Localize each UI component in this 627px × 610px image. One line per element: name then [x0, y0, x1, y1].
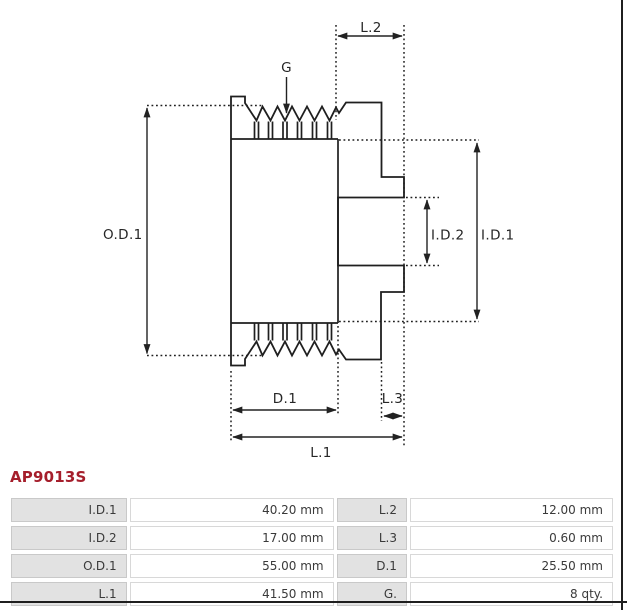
- spec-label-cell: O.D.1: [11, 554, 127, 578]
- spec-label-cell: L.2: [336, 498, 407, 522]
- spec-label-cell: L.3: [336, 526, 407, 550]
- id2-label: I.D.2: [431, 228, 465, 244]
- image-border-right: [621, 0, 623, 610]
- id1-label: I.D.1: [481, 228, 515, 244]
- spec-row: I.D.2 17.00 mm L.3 0.60 mm: [11, 526, 613, 550]
- spec-value-cell: 0.60 mm: [409, 526, 613, 550]
- l2-label: L.2: [360, 20, 382, 36]
- pulley-technical-drawing: O.D.1 L.2 G I.D.1 I.D.2 D.1 L.3 L.1: [103, 20, 515, 461]
- rim-inner-lines: [231, 138, 339, 324]
- part-number: AP9013S: [10, 468, 87, 486]
- spec-label-cell: D.1: [336, 554, 407, 578]
- groove-fold-slots-bottom: [253, 323, 333, 341]
- spec-value-cell: 25.50 mm: [409, 554, 613, 578]
- image-border-bottom: [0, 601, 627, 603]
- l3-label: L.3: [382, 391, 404, 407]
- pulley-body-profile: [230, 95, 405, 367]
- spec-label-cell: I.D.1: [11, 498, 127, 522]
- spec-value-cell: 12.00 mm: [409, 498, 613, 522]
- spec-value-cell: 40.20 mm: [129, 498, 334, 522]
- pulley-outline: [230, 95, 405, 367]
- od1-label: O.D.1: [103, 227, 143, 243]
- spec-row: I.D.1 40.20 mm L.2 12.00 mm: [11, 498, 613, 522]
- d1-label: D.1: [273, 391, 297, 407]
- extension-lines: [147, 25, 479, 448]
- groove-fold-slots-top: [253, 121, 333, 139]
- spec-row: O.D.1 55.00 mm D.1 25.50 mm: [11, 554, 613, 578]
- l1-label: L.1: [310, 445, 332, 461]
- g-label: G: [281, 60, 292, 76]
- dimension-labels: O.D.1 L.2 G I.D.1 I.D.2 D.1 L.3 L.1: [103, 20, 515, 461]
- spec-table: I.D.1 40.20 mm L.2 12.00 mm I.D.2 17.00 …: [8, 494, 616, 610]
- spec-value-cell: 17.00 mm: [129, 526, 334, 550]
- dimension-arrows: [143, 32, 481, 441]
- spec-value-cell: 55.00 mm: [129, 554, 334, 578]
- spec-label-cell: I.D.2: [11, 526, 127, 550]
